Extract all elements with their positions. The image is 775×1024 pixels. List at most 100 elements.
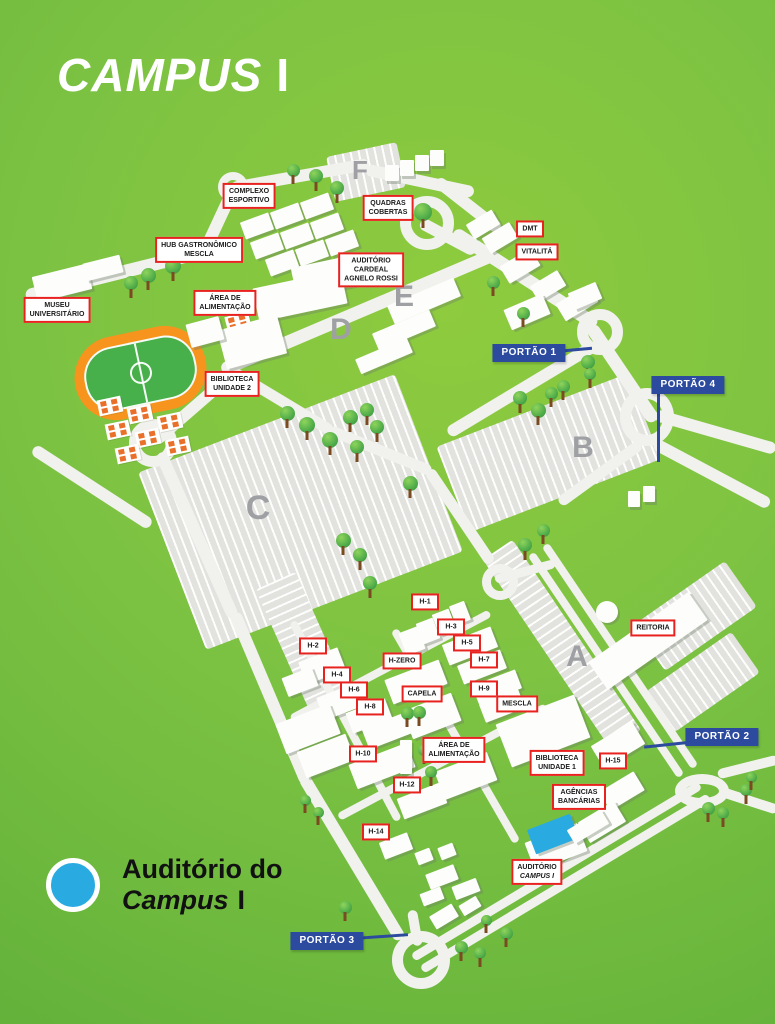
tree-icon: [425, 766, 437, 778]
zone-letter: A: [566, 640, 588, 673]
building-label: AUDITÓRIO CARDEAL AGNELO ROSSI: [338, 252, 404, 288]
tree-icon: [322, 432, 338, 448]
building-label: H-6: [340, 681, 368, 699]
legend-label: Auditório do Campus I: [122, 854, 282, 916]
tree-icon: [335, 532, 351, 548]
building: [415, 155, 429, 171]
building-label: H-15: [599, 752, 627, 770]
building-label: ÁREA DE ALIMENTAÇÃO: [422, 736, 486, 764]
tree-icon: [330, 181, 344, 195]
gate-label: PORTÃO 4: [651, 376, 725, 394]
building-label: H-5: [453, 634, 481, 652]
building-label: VITALITÁ: [515, 243, 559, 261]
legend-line1: Auditório do: [122, 854, 283, 884]
tree-icon: [124, 276, 138, 290]
roundabout: [620, 388, 674, 446]
tree-icon: [279, 405, 295, 421]
gate-label: PORTÃO 3: [290, 932, 364, 950]
pitch-center-circle: [127, 359, 154, 387]
roundabout: [577, 309, 623, 355]
tree-icon: [312, 806, 324, 818]
tree-icon: [499, 926, 513, 940]
picnic-table: [104, 419, 132, 441]
tree-icon: [745, 771, 757, 783]
building-label: CAPELA: [401, 685, 443, 703]
tree-icon: [556, 379, 570, 393]
building-label: H-12: [393, 776, 421, 794]
gate-label: PORTÃO 2: [685, 728, 759, 746]
zone-letter: C: [245, 489, 271, 527]
building-label: H-10: [349, 745, 377, 763]
building-label: H-ZERO: [382, 652, 422, 670]
building-label: H-1: [411, 593, 439, 611]
tree-icon: [353, 548, 367, 562]
building: [437, 842, 457, 860]
tree-icon: [717, 807, 729, 819]
building-label: ÁREA DE ALIMENTAÇÃO: [193, 289, 257, 317]
building: [628, 491, 640, 507]
tree-icon: [480, 914, 492, 926]
building: [400, 740, 412, 774]
tree-icon: [370, 420, 384, 434]
tree-icon: [400, 706, 414, 720]
tree-icon: [414, 203, 432, 221]
building-label: MESCLA: [496, 695, 538, 713]
building-label: H-14: [362, 823, 390, 841]
building-label: HUB GASTRONÔMICO MESCLA: [155, 236, 243, 264]
building: [419, 885, 445, 907]
roundabout: [400, 196, 454, 250]
building-label: H-4: [323, 666, 351, 684]
tree-icon: [286, 163, 300, 177]
tree-icon: [581, 355, 595, 369]
tree-icon: [299, 794, 311, 806]
tree-icon: [513, 391, 527, 405]
tree-icon: [518, 538, 532, 552]
tree-icon: [584, 368, 596, 380]
tree-icon: [474, 947, 486, 959]
building-label: BIBLIOTECA UNIDADE 1: [529, 749, 585, 777]
tree-icon: [536, 523, 550, 537]
gate-label: PORTÃO 1: [492, 344, 566, 362]
tree-icon: [140, 267, 156, 283]
legend-line2-numeral: I: [237, 885, 246, 916]
tree-icon: [363, 576, 377, 590]
tree-icon: [402, 475, 418, 491]
building-label: AGÊNCIAS BANCÁRIAS: [552, 783, 606, 811]
tower-dome: [596, 601, 618, 623]
tree-icon: [516, 306, 530, 320]
building: [430, 150, 444, 166]
legend-line2-campus: Campus: [122, 885, 229, 916]
building-label: QUADRAS COBERTAS: [362, 194, 414, 222]
picnic-table: [156, 411, 184, 433]
tree-icon: [309, 169, 323, 183]
building-label: DMT: [516, 220, 544, 238]
building: [414, 847, 434, 865]
tree-icon: [544, 386, 558, 400]
zone-letter: D: [330, 313, 352, 346]
tree-icon: [530, 402, 546, 418]
building: [185, 316, 225, 348]
building-label: REITORIA: [630, 619, 676, 637]
building: [428, 902, 460, 930]
building: [400, 160, 414, 176]
tree-icon: [299, 417, 315, 433]
building-label: H-3: [437, 618, 465, 636]
gate-pointer-line: [656, 392, 660, 462]
tree-icon: [360, 403, 374, 417]
tree-icon: [350, 440, 364, 454]
tree-icon: [342, 409, 358, 425]
zone-letter: E: [393, 280, 414, 313]
tree-icon: [454, 940, 468, 954]
roundabout: [675, 774, 729, 808]
building-label: H-9: [470, 680, 498, 698]
tree-icon: [412, 705, 426, 719]
tree-icon: [701, 801, 715, 815]
auditorium-circle-icon: [46, 858, 100, 913]
title-campus: CAMPUS: [57, 49, 263, 101]
building-label: COMPLEXO ESPORTIVO: [222, 182, 276, 210]
building-label: H-2: [299, 637, 327, 655]
building-label: MUSEU UNIVERSITÁRIO: [23, 296, 91, 324]
